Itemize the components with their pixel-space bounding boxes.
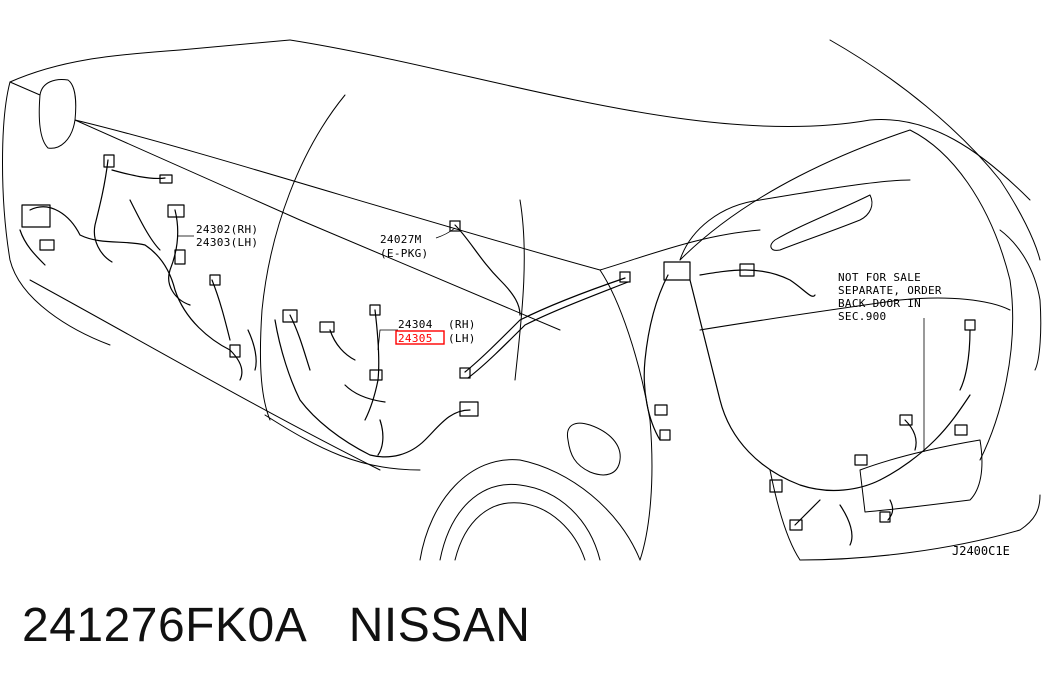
bumper xyxy=(799,494,1041,561)
wiring-harness-diagram: 24302(RH) 24303(LH) 24027M (E-PKG) 24304… xyxy=(2,39,1042,561)
part-number: 241276FK0A xyxy=(22,599,308,652)
hatch-spoiler xyxy=(770,194,873,251)
fuel-door xyxy=(566,422,621,476)
front-edge xyxy=(2,81,111,346)
body-side-top-2 xyxy=(599,229,761,271)
roof-edge xyxy=(289,39,1031,201)
wheel-arch-inner-2 xyxy=(454,502,586,561)
harness-24302 xyxy=(19,154,257,381)
callout-24305-side: (LH) xyxy=(448,332,476,345)
leader-lines xyxy=(178,227,925,452)
caption: 241276FK0A NISSAN xyxy=(22,598,530,653)
diagram-reference: J2400C1E xyxy=(952,544,1010,558)
brand-name: NISSAN xyxy=(348,599,531,652)
note-line-3: BACK DOOR IN xyxy=(838,297,921,310)
harness-24304 xyxy=(274,304,479,458)
bumper-left xyxy=(769,469,801,561)
rear-quarter xyxy=(599,269,653,561)
roof-line xyxy=(9,39,291,83)
b-pillar xyxy=(259,94,346,421)
wheel-arch-inner xyxy=(439,483,601,561)
door-bottom xyxy=(264,414,421,471)
sill-line xyxy=(29,279,381,471)
mirror xyxy=(38,79,77,149)
hatch-window xyxy=(679,179,911,261)
note-line-1: NOT FOR SALE xyxy=(838,271,921,284)
note-line-2: SEPARATE, ORDER xyxy=(838,284,942,297)
harness-back-door xyxy=(643,261,976,546)
mirror-arm xyxy=(9,81,41,96)
note-line-4: SEC.900 xyxy=(838,310,886,323)
callout-24304-side: (RH) xyxy=(448,318,476,331)
callout-24305-num: 24305 xyxy=(398,332,433,345)
hatch-outline xyxy=(679,129,1014,461)
window-line xyxy=(74,119,561,331)
callout-24303-lh: 24303(LH) xyxy=(196,236,258,249)
callout-e-pkg: (E-PKG) xyxy=(380,247,428,260)
tail-light xyxy=(999,229,1042,371)
hatch-lower xyxy=(699,297,1011,331)
plate-recess xyxy=(859,439,983,513)
callout-24304-num: 24304 xyxy=(398,318,433,331)
note-block: NOT FOR SALE SEPARATE, ORDER BACK DOOR I… xyxy=(838,271,942,323)
callout-24027m: 24027M xyxy=(380,233,422,246)
wheel-arch-outer xyxy=(419,459,641,561)
callout-24302-rh: 24302(RH) xyxy=(196,223,258,236)
c-pillar xyxy=(514,199,525,381)
rear-side-line xyxy=(829,39,1041,261)
harness-24027M xyxy=(449,220,631,379)
body-side-top xyxy=(74,119,601,271)
highlight-box xyxy=(395,330,445,345)
